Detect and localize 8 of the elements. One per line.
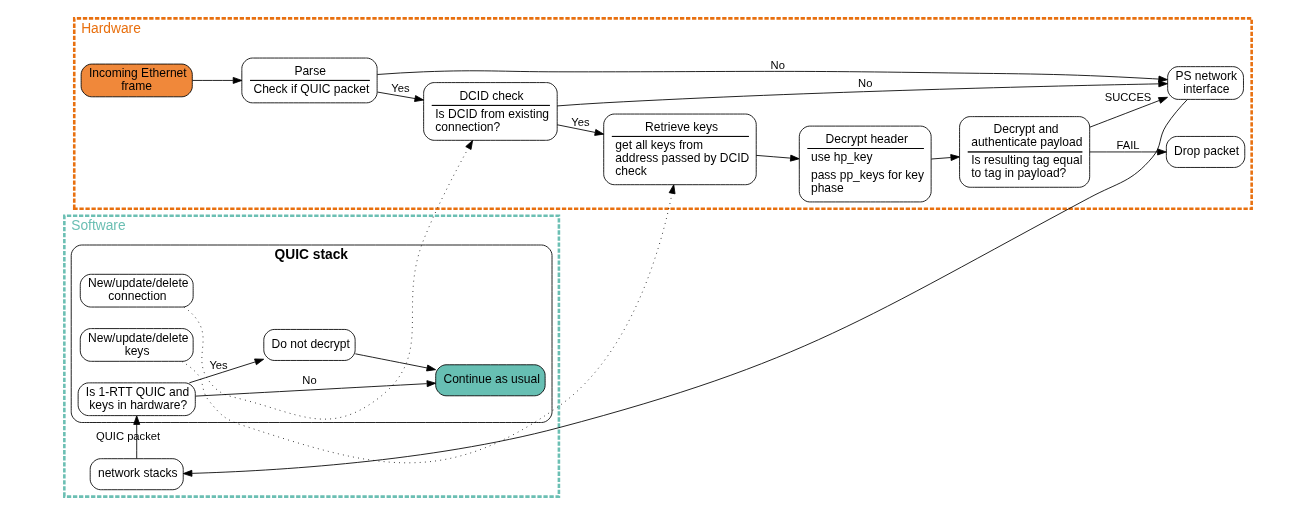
edge-label: No (770, 58, 785, 71)
edge-label: No (301, 374, 317, 387)
edge-label: FAIL (1116, 138, 1140, 151)
edge-label: SUCCES (1104, 90, 1151, 103)
edge-label: Yes (390, 81, 409, 94)
edge-label: Yes (208, 359, 228, 372)
edge-label: Yes (570, 115, 590, 128)
edge-label: No (857, 76, 872, 89)
